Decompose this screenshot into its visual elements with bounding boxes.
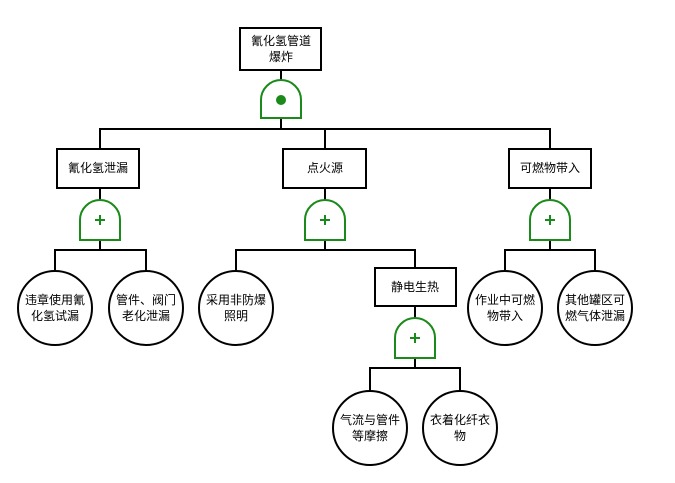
basic-event[interactable]: 采用非防爆 照明: [198, 270, 274, 346]
basic-event-label: 老化泄漏: [122, 309, 170, 323]
basic-event-label: 化氢试漏: [31, 308, 79, 323]
and-gate-icon: [260, 79, 302, 119]
basic-event[interactable]: 违章使用氰 化氢试漏: [17, 270, 93, 346]
basic-event[interactable]: 衣着化纤衣 物: [422, 390, 498, 466]
basic-event-label: 物带入: [487, 309, 523, 323]
top-event-label: 爆炸: [269, 50, 293, 64]
event-label: 点火源: [307, 161, 343, 175]
basic-event-label: 衣着化纤衣: [430, 412, 490, 427]
basic-event-label: 管件、阀门: [116, 292, 176, 307]
or-gate-icon: [529, 199, 571, 241]
basic-event-label: 其他罐区可: [565, 293, 625, 307]
basic-event-label: 物: [454, 429, 466, 443]
connectors: [54, 70, 596, 391]
basic-event-label: 等摩擦: [352, 428, 388, 443]
event-label: 静电生热: [391, 280, 439, 294]
basic-event-label: 燃气体泄漏: [565, 308, 625, 323]
or-gate-icon: [304, 199, 346, 241]
or-gate-icon: [394, 317, 436, 359]
basic-event-label: 违章使用氰: [25, 292, 85, 307]
basic-event[interactable]: 其他罐区可 燃气体泄漏: [557, 270, 633, 346]
basic-event-label: 采用非防爆: [206, 292, 266, 307]
event-ignition-source[interactable]: 点火源: [282, 148, 367, 189]
event-label: 氰化氢泄漏: [68, 160, 128, 175]
event-label: 可燃物带入: [520, 160, 580, 175]
top-event-label: 氰化氢管道: [251, 33, 311, 48]
basic-event[interactable]: 作业中可燃 物带入: [467, 270, 543, 346]
basic-event-label: 照明: [224, 309, 248, 323]
event-hcn-leak[interactable]: 氰化氢泄漏: [56, 148, 140, 189]
event-static-heat[interactable]: 静电生热: [374, 267, 457, 307]
basic-event[interactable]: 气流与管件 等摩擦: [332, 390, 408, 466]
basic-event[interactable]: 管件、阀门 老化泄漏: [108, 270, 184, 346]
top-event[interactable]: 氰化氢管道 爆炸: [239, 27, 322, 71]
basic-event-label: 气流与管件: [340, 412, 400, 427]
or-gate-icon: [79, 199, 121, 241]
basic-event-label: 作业中可燃: [475, 292, 535, 307]
event-combustible-intro[interactable]: 可燃物带入: [508, 148, 592, 189]
